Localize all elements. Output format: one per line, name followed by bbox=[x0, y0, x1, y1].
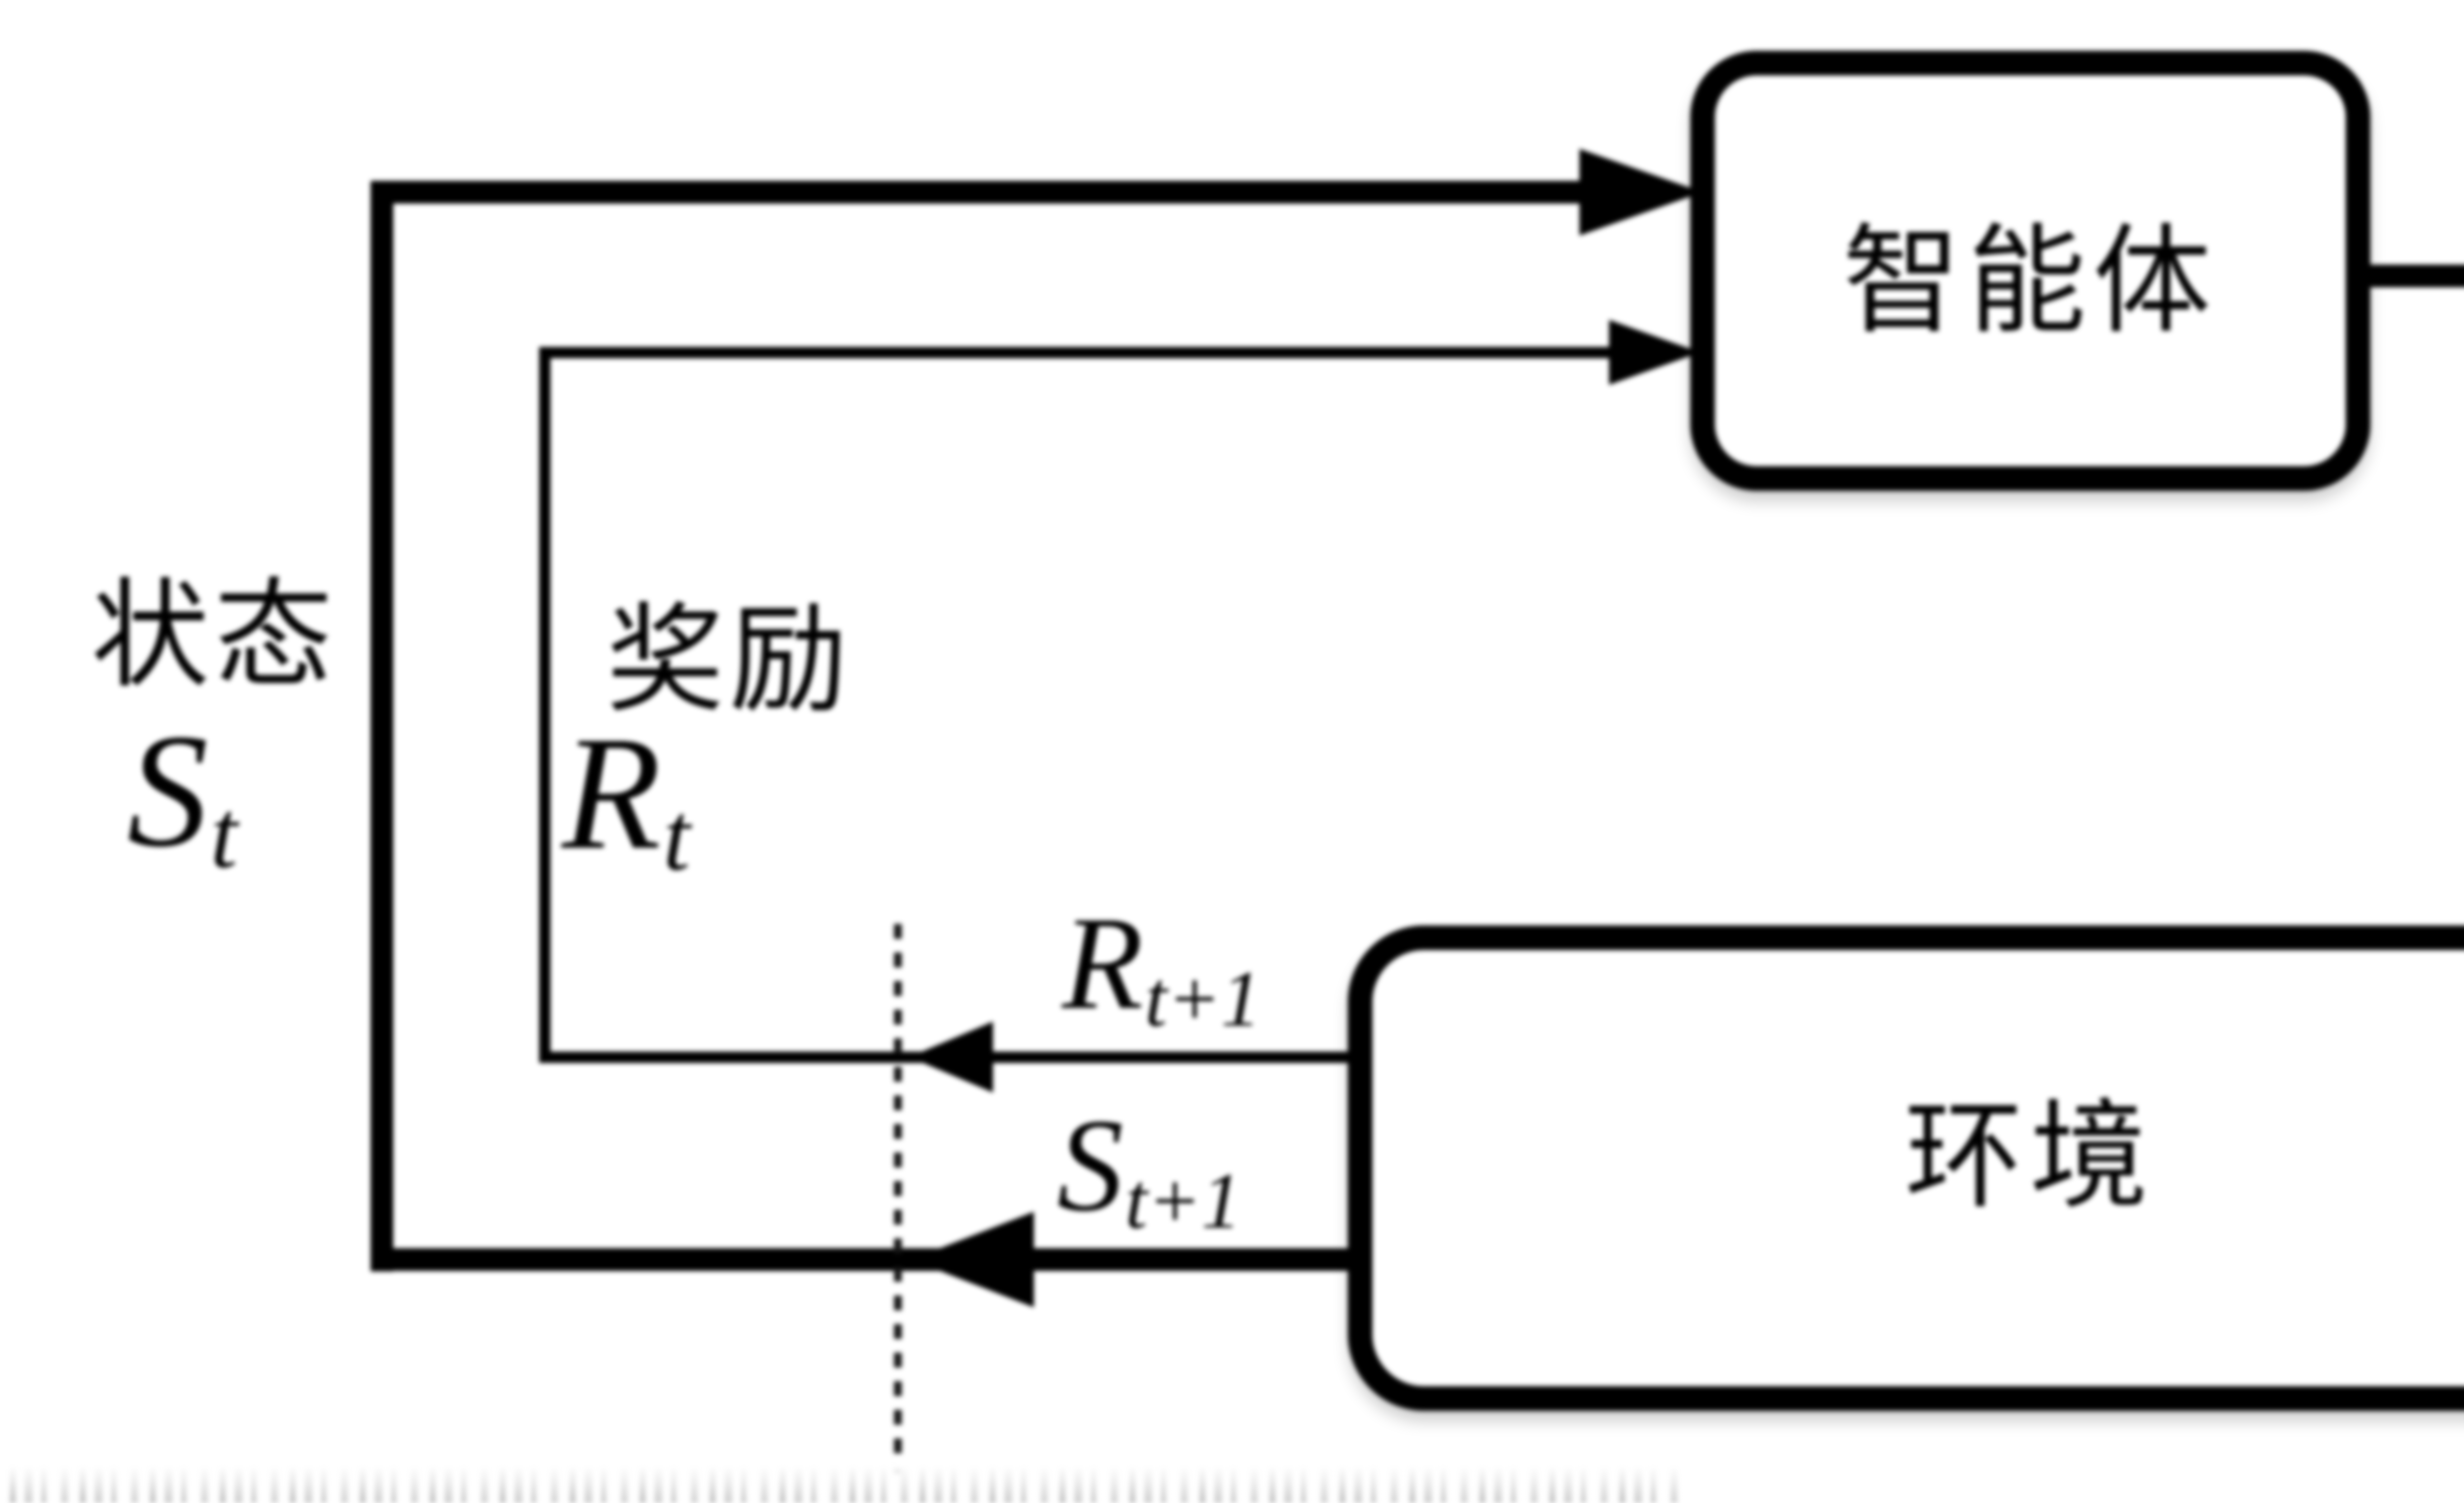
state-label-cn: 状态 bbox=[91, 571, 338, 702]
reward-loop-top-line bbox=[539, 347, 1633, 358]
reward-next-symbol-base: R bbox=[1062, 889, 1143, 1037]
reward-next-symbol-sub: t+1 bbox=[1145, 955, 1261, 1043]
state-next-arrowhead-icon bbox=[911, 1212, 1034, 1307]
reward-next-symbol: Rt+1 bbox=[1062, 887, 1261, 1043]
state-arrowhead-into-agent-icon bbox=[1579, 149, 1703, 236]
state-loop-vertical-line bbox=[371, 181, 393, 1271]
agent-box: 智能体 bbox=[1690, 51, 2370, 491]
time-step-dashed-line bbox=[894, 924, 902, 1473]
environment-box: 环境 bbox=[1348, 925, 2464, 1411]
reward-arrowhead-into-agent-icon bbox=[1609, 320, 1700, 385]
state-loop-top-line bbox=[371, 181, 1603, 204]
state-next-line bbox=[371, 1248, 1381, 1271]
reward-label-cn: 奖励 bbox=[606, 595, 853, 726]
reward-loop-vertical-line bbox=[539, 347, 550, 1062]
state-symbol-sub: t bbox=[210, 780, 238, 888]
agent-box-label: 智能体 bbox=[1842, 216, 2218, 347]
reward-next-arrowhead-icon bbox=[909, 1022, 993, 1093]
state-next-symbol-base: S bbox=[1057, 1092, 1124, 1239]
state-symbol: St bbox=[127, 697, 238, 888]
state-symbol-base: S bbox=[127, 701, 208, 881]
reward-symbol-base: R bbox=[562, 703, 661, 883]
reward-symbol: Rt bbox=[562, 700, 690, 890]
clipped-caption-strip bbox=[10, 1466, 1680, 1503]
reward-symbol-sub: t bbox=[663, 782, 690, 890]
state-next-symbol-sub: t+1 bbox=[1125, 1157, 1241, 1245]
environment-box-label: 环境 bbox=[1904, 1092, 2155, 1223]
state-next-symbol: St+1 bbox=[1057, 1089, 1241, 1245]
